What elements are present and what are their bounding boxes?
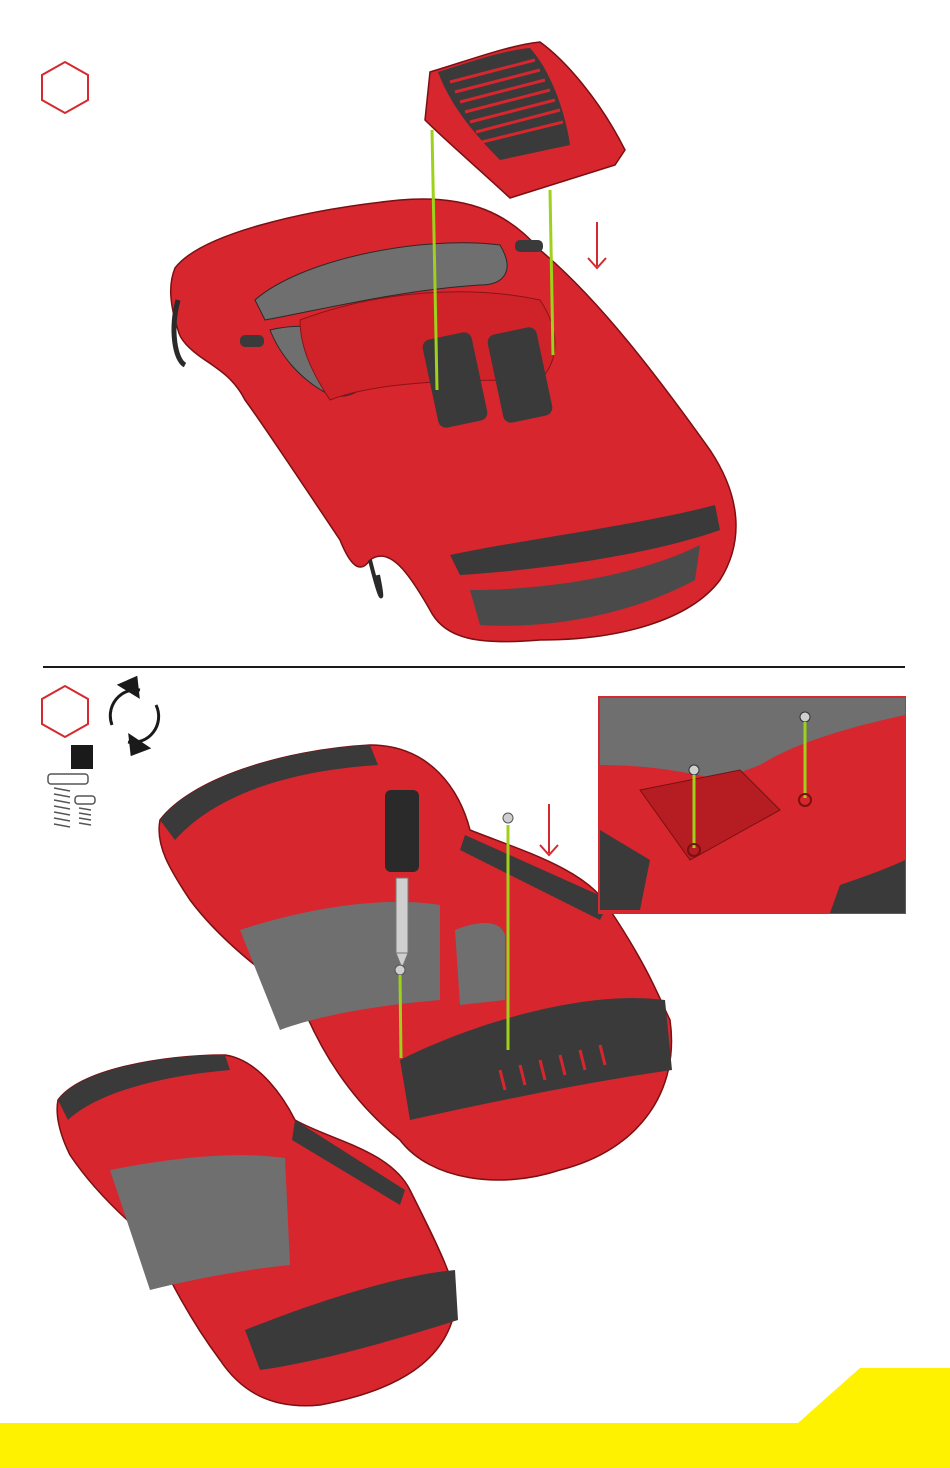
engine-cover-part: [425, 42, 625, 198]
detail-inset: [599, 697, 905, 913]
arrow-down-icon: [540, 804, 558, 855]
step-2-hexagon-icon: [42, 686, 88, 737]
step-divider: [43, 666, 905, 668]
screw-icon: [48, 745, 95, 827]
car-body-top: [171, 199, 736, 642]
step-2-illustration: [0, 670, 950, 1430]
rotate-arrows-icon: [110, 678, 158, 754]
screw-marker: [503, 813, 513, 823]
arrow-down-icon: [588, 222, 606, 268]
footer-band: [0, 1368, 950, 1468]
guide-line: [400, 975, 401, 1058]
step-1-hexagon-icon: [42, 62, 88, 113]
screw-marker: [395, 965, 405, 975]
step-1-illustration: [0, 0, 950, 660]
